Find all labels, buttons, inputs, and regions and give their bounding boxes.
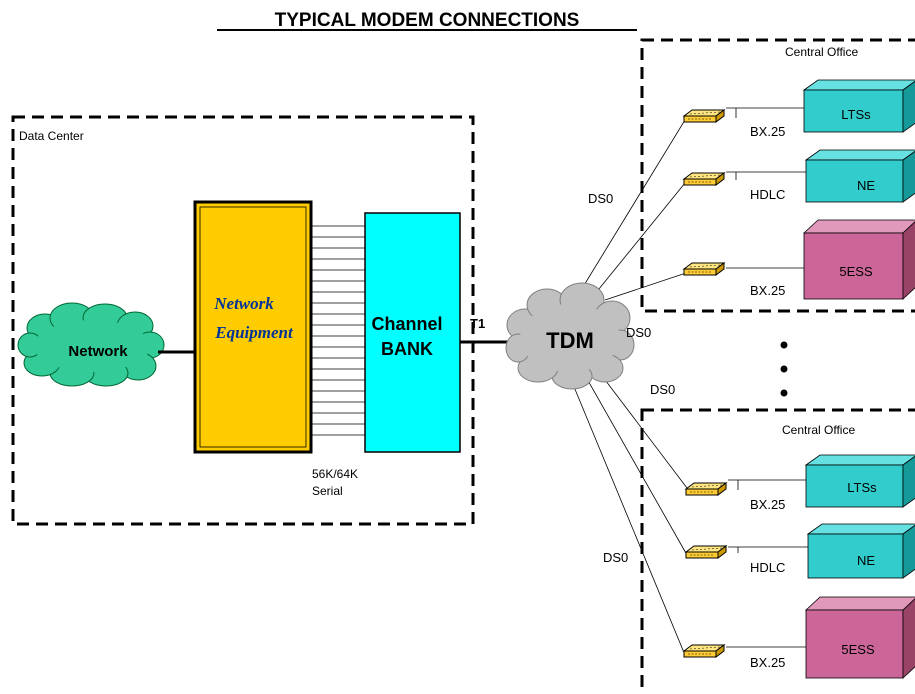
co2-device-row-2: HDLC NE: [685, 523, 915, 579]
serial-speed-label: 56K/64K: [312, 467, 358, 481]
central-office-1-boundary: [640, 38, 915, 313]
ds0-label-low: DS0: [650, 382, 675, 397]
more-offices-dots: [780, 341, 788, 397]
equipment-label-line1: Network: [213, 294, 274, 313]
modem-icon: [683, 172, 725, 186]
protocol-label: BX.25: [750, 655, 785, 670]
ds0-line-2: [589, 182, 686, 301]
ds0-line-5: [581, 369, 688, 556]
modem-icon: [683, 109, 725, 123]
data-center-label: Data Center: [19, 129, 84, 143]
network-label: Network: [68, 343, 128, 360]
t1-label: T1: [470, 316, 485, 331]
tdm-cloud: TDM: [505, 282, 635, 390]
svg-text:5ESS: 5ESS: [841, 642, 875, 657]
central-office-1-label: Central Office: [785, 45, 858, 59]
co2-device-row-3: BX.25 5ESS: [683, 596, 915, 679]
central-office-2-label: Central Office: [782, 423, 855, 437]
protocol-label: BX.25: [750, 283, 785, 298]
modem-icon: [685, 482, 727, 496]
lts-box: LTSs: [804, 454, 915, 508]
ds0-label-top: DS0: [588, 191, 613, 206]
data-center-boundary: [11, 115, 475, 526]
co1-device-row-3: BX.25 5ESS: [683, 219, 915, 300]
central-office-2-boundary: [640, 408, 915, 694]
ds0-line-3: [604, 272, 687, 301]
equipment-label-line2: Equipment: [214, 323, 294, 342]
network-equipment: Network Equipment: [193, 200, 313, 454]
network-cloud: Network: [17, 302, 165, 387]
svg-text:5ESS: 5ESS: [839, 264, 873, 279]
5ess-box: 5ESS: [802, 219, 915, 300]
co2-device-row-1: BX.25 LTSs: [685, 454, 915, 512]
svg-text:NE: NE: [857, 553, 875, 568]
modem-icon: [685, 545, 727, 559]
protocol-label: BX.25: [750, 124, 785, 139]
serial-type-label: Serial: [312, 484, 343, 498]
5ess-box: 5ESS: [804, 596, 915, 679]
ne-box: NE: [804, 149, 915, 203]
co1-device-row-2: HDLC NE: [683, 149, 915, 203]
diagram-title: TYPICAL MODEM CONNECTIONS: [275, 10, 580, 31]
ne-box: NE: [806, 523, 915, 579]
ds0-line-6: [571, 381, 686, 656]
ds0-label-bottom: DS0: [603, 550, 628, 565]
svg-text:LTSs: LTSs: [847, 480, 877, 495]
ds0-line-1: [574, 119, 686, 301]
lts-box: LTSs: [802, 79, 915, 133]
svg-text:LTSs: LTSs: [841, 107, 871, 122]
modem-icon: [683, 644, 725, 658]
protocol-label: BX.25: [750, 497, 785, 512]
svg-text:NE: NE: [857, 178, 875, 193]
tdm-label: TDM: [546, 328, 594, 353]
channel-bank-label-line2: BANK: [381, 339, 433, 359]
protocol-label: HDLC: [750, 187, 785, 202]
ds0-links: [571, 119, 691, 656]
channel-bank-label-line1: Channel: [371, 314, 442, 334]
ds0-label-mid: DS0: [626, 325, 651, 340]
channel-bank: Channel BANK: [364, 212, 461, 453]
co1-device-row-1: BX.25 LTSs: [683, 79, 915, 139]
serial-line-bundle: [311, 225, 365, 436]
modem-icon: [683, 262, 725, 276]
protocol-label: HDLC: [750, 560, 785, 575]
